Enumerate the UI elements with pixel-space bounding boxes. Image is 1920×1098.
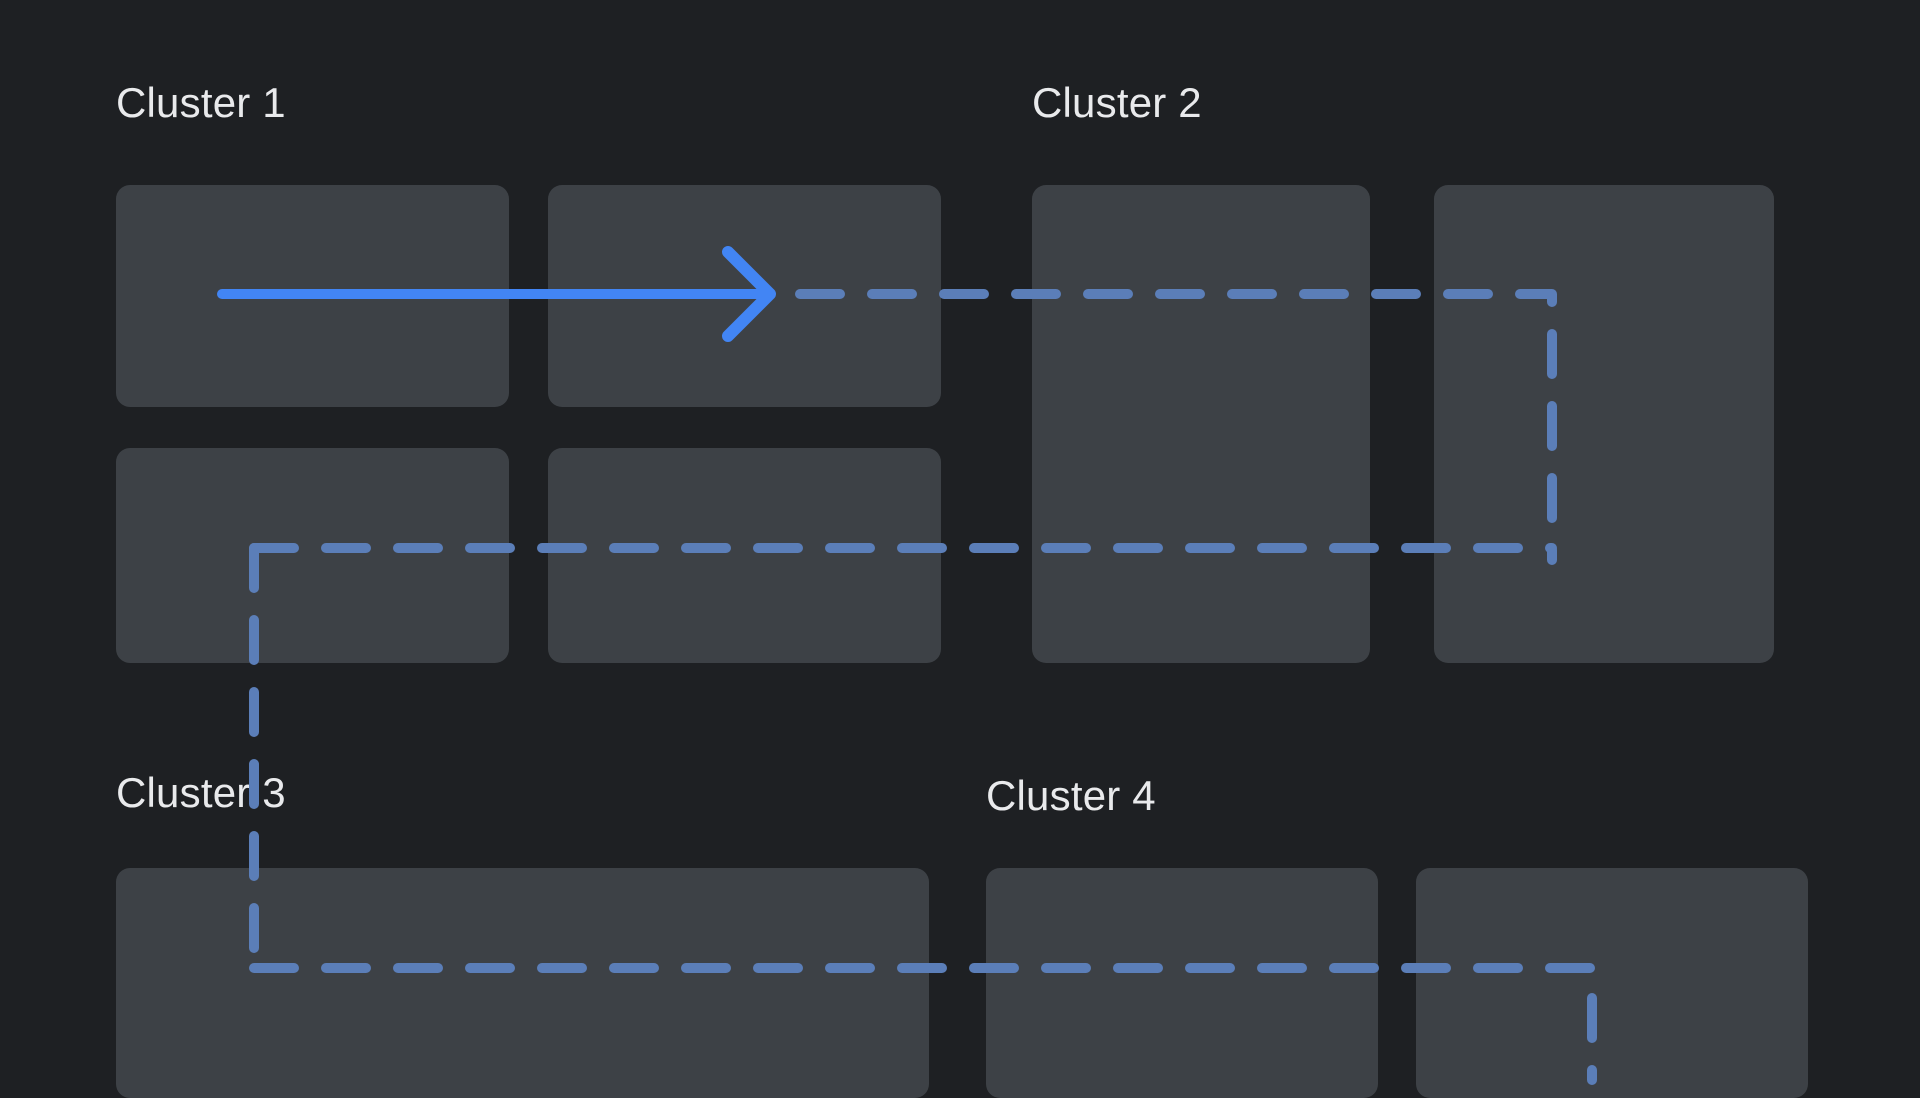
cluster-1-card-3[interactable] (116, 448, 509, 663)
cluster-label-4: Cluster 4 (986, 772, 1156, 819)
cluster-2-card-2[interactable] (1434, 185, 1774, 663)
cluster-1-card-4[interactable] (548, 448, 941, 663)
cluster-4-card-1[interactable] (986, 868, 1378, 1098)
cluster-4-card-2[interactable] (1416, 868, 1808, 1098)
cluster-1-card-1[interactable] (116, 185, 509, 407)
cluster-3-card-1[interactable] (116, 868, 929, 1098)
cluster-label-1: Cluster 1 (116, 79, 286, 126)
cluster-1-card-2[interactable] (548, 185, 941, 407)
cluster-label-2: Cluster 2 (1032, 79, 1202, 126)
cluster-2-card-1[interactable] (1032, 185, 1370, 663)
cluster-label-3: Cluster 3 (116, 769, 286, 816)
